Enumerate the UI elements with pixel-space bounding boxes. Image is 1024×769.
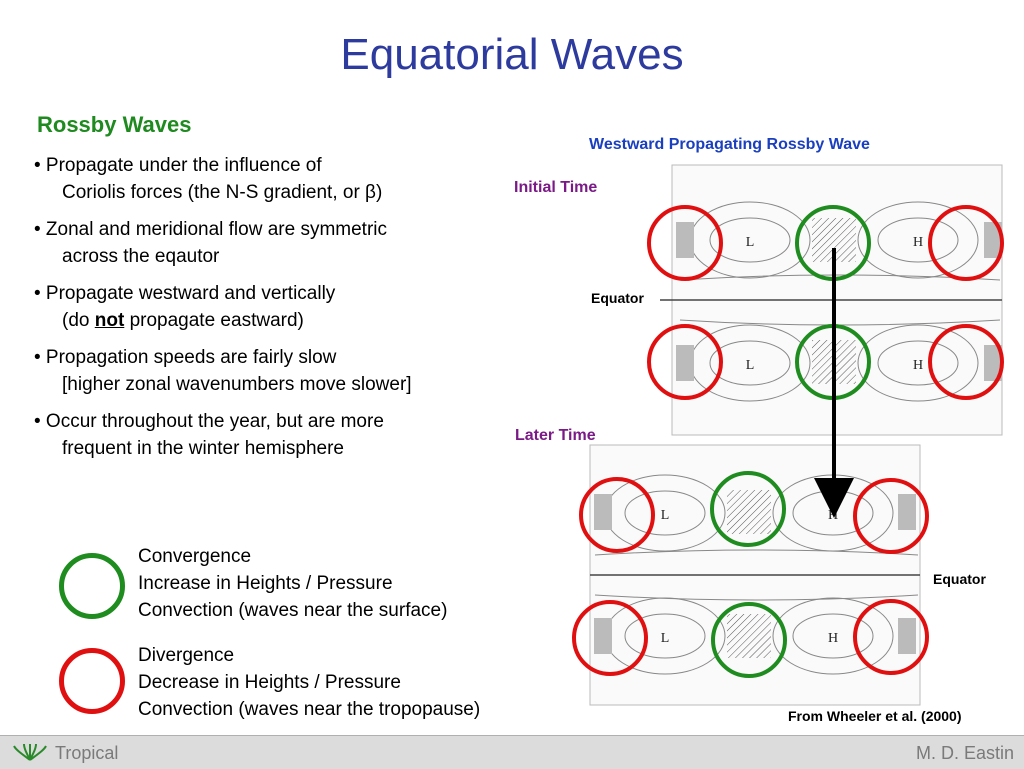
bullet-line: across the eqautor <box>62 246 220 267</box>
divergence-circle <box>928 205 1004 281</box>
bullet-item: • Propagation speeds are fairly slow [hi… <box>34 344 504 398</box>
shaded-region <box>984 345 1002 381</box>
shaded-region <box>984 222 1002 258</box>
shaded-region <box>898 618 916 654</box>
footer-course: Tropical <box>55 743 119 763</box>
bullet-line: • Zonal and meridional flow are symmetri… <box>34 219 388 240</box>
hatched-region <box>727 490 771 534</box>
convergence-circle <box>710 471 786 547</box>
divergence-circle <box>853 478 929 554</box>
legend-line: Convection (waves near the tropopause) <box>138 699 481 720</box>
bullet-item: • Zonal and meridional flow are symmetri… <box>34 216 504 270</box>
equator-label-bottom: Equator <box>933 571 986 587</box>
legend-line: Decrease in Heights / Pressure <box>138 672 401 693</box>
convergence-circle <box>711 602 787 678</box>
shaded-region <box>676 222 694 258</box>
high-label: H <box>828 631 838 646</box>
bullet-line: Coriolis forces (the N-S gradient, or β) <box>62 182 383 203</box>
figure-title: Westward Propagating Rossby Wave <box>589 136 870 153</box>
divergence-circle <box>853 599 929 675</box>
divergence-circle <box>579 477 655 553</box>
later-time-panel: L H L H <box>572 444 929 706</box>
leaf-logo-icon <box>13 743 47 761</box>
figure-credit: From Wheeler et al. (2000) <box>788 708 962 724</box>
convergence-legend-circle <box>59 553 125 619</box>
divergence-circle <box>647 324 723 400</box>
bullet-item: • Occur throughout the year, but are mor… <box>34 408 504 462</box>
bullet-item: • Propagate westward and vertically (do … <box>34 280 504 334</box>
legend-line: Convergence <box>138 546 252 567</box>
legend-line: Convection (waves near the surface) <box>138 600 448 621</box>
legend-line: Increase in Heights / Pressure <box>138 573 393 594</box>
streamlines <box>594 474 919 675</box>
later-time-label: Later Time <box>515 427 596 444</box>
equator-label-top: Equator <box>591 290 644 306</box>
convergence-legend-text: Convergence Increase in Heights / Pressu… <box>138 543 447 624</box>
bullet-item: • Propagate under the influence of Corio… <box>34 152 504 206</box>
legend-line: Divergence <box>138 645 235 666</box>
rossby-wave-figure: L H L H L H L H <box>572 164 1004 706</box>
divergence-circle <box>928 324 1004 400</box>
text: (do <box>62 310 95 331</box>
bullet-line: • Occur throughout the year, but are mor… <box>34 411 384 432</box>
divergence-circle <box>647 205 723 281</box>
high-label: H <box>913 358 923 373</box>
emphasis-not: not <box>94 310 125 331</box>
footer-author: M. D. Eastin <box>915 743 1014 763</box>
page-title: Equatorial Waves <box>340 30 684 79</box>
footer-bar: Tropical M. D. Eastin <box>0 735 1024 769</box>
shaded-region <box>676 345 694 381</box>
bullet-list: • Propagate under the influence of Corio… <box>34 152 504 472</box>
divergence-legend-circle <box>59 648 125 714</box>
bullet-line: • Propagate under the influence of <box>34 155 322 176</box>
bullet-line: • Propagation speeds are fairly slow <box>34 347 337 368</box>
divergence-circle <box>572 600 648 676</box>
bullet-line-with-emphasis: (do not propagate eastward) <box>34 307 504 334</box>
initial-time-label: Initial Time <box>514 179 598 196</box>
shaded-region <box>594 494 612 530</box>
shaded-region <box>594 618 612 654</box>
hatched-region <box>727 614 771 658</box>
high-label: H <box>828 508 838 523</box>
bullet-line: • Propagate westward and vertically <box>34 283 336 304</box>
text: propagate eastward) <box>124 310 304 331</box>
bullet-line: [higher zonal wavenumbers move slower] <box>62 374 412 395</box>
divergence-legend-text: Divergence Decrease in Heights / Pressur… <box>138 642 480 723</box>
low-label: L <box>746 235 755 250</box>
high-label: H <box>913 235 923 250</box>
low-label: L <box>661 508 670 523</box>
bullet-line: frequent in the winter hemisphere <box>62 438 344 459</box>
section-heading: Rossby Waves <box>37 112 192 137</box>
low-label: L <box>746 358 755 373</box>
shaded-region <box>898 494 916 530</box>
low-label: L <box>661 631 670 646</box>
initial-time-panel: L H L H <box>647 164 1004 436</box>
